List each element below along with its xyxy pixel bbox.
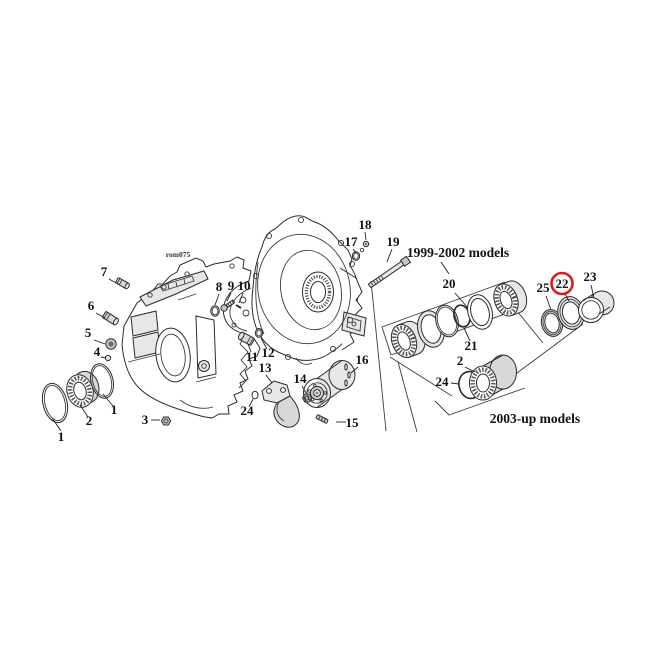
callout-6: 6 [88,298,95,313]
part-11-bushing [237,331,255,346]
caption-1999-2002: 1999-2002 models [407,245,509,260]
watermark-text: rom075 [166,250,191,259]
callout-15: 15 [346,415,360,430]
part-6-stud [102,311,119,326]
callout-8: 8 [216,279,223,294]
part-1-oring-outer [41,382,69,424]
part-7-stud [115,277,130,290]
callout-7: 7 [101,264,108,279]
callout-18: 18 [359,217,373,232]
leader-lines [51,231,595,432]
callout-22-highlighted: 22 [556,276,569,291]
part-18-screw [359,240,370,253]
crankcase-left-half [121,256,261,419]
part-20-needle-bearing-b [493,280,528,317]
callout-1b: 1 [111,402,118,417]
part-12-oring [254,328,264,338]
callout-9: 9 [228,278,235,293]
part-17-oring [351,251,361,261]
part-13-oil-spout [261,380,300,428]
part-22-seal [557,296,585,330]
callout-1a: 1 [58,429,65,444]
callout-10: 10 [238,278,251,293]
part-24-oring-small [251,390,259,400]
callout-5: 5 [85,325,92,340]
callout-20: 20 [443,276,456,291]
callout-23: 23 [584,269,598,284]
callout-24b: 24 [436,374,450,389]
callout-2b: 2 [457,353,464,368]
callout-4: 4 [94,344,101,359]
callout-3: 3 [142,412,149,427]
bracket-2003-up [434,387,526,416]
part-3-nut [160,416,172,426]
highlight-ring-22 [550,271,574,296]
part-19-bolt [367,255,412,289]
part-2-bearing-left [66,370,100,408]
part-20-thin-ring [435,304,459,338]
callout-17: 17 [345,234,359,249]
part-4-ball [104,354,112,362]
part-10-pin [235,304,242,309]
callout-16: 16 [356,352,370,367]
part-20-spacer-ring [467,294,493,330]
callout-25: 25 [537,280,551,295]
crankcase-cover [251,215,367,365]
callout-12: 12 [262,345,275,360]
callout-2a: 2 [86,413,93,428]
top-boss [139,270,209,307]
part-16-oil-filter [303,360,356,408]
callout-11: 11 [246,349,258,364]
callout-19: 19 [387,234,401,249]
caption-2003-up: 2003-up models [490,411,580,426]
part-2-bearing-2003 [469,354,517,401]
part-5-plug [105,338,117,350]
part-8-oring [210,305,220,317]
part-9-screw [220,299,236,312]
callout-14: 14 [294,371,308,386]
callout-24a: 24 [241,403,255,418]
part-15-pin [315,414,329,424]
callout-13: 13 [259,360,273,375]
callout-21: 21 [465,338,478,353]
part-23-sleeve [578,290,615,323]
